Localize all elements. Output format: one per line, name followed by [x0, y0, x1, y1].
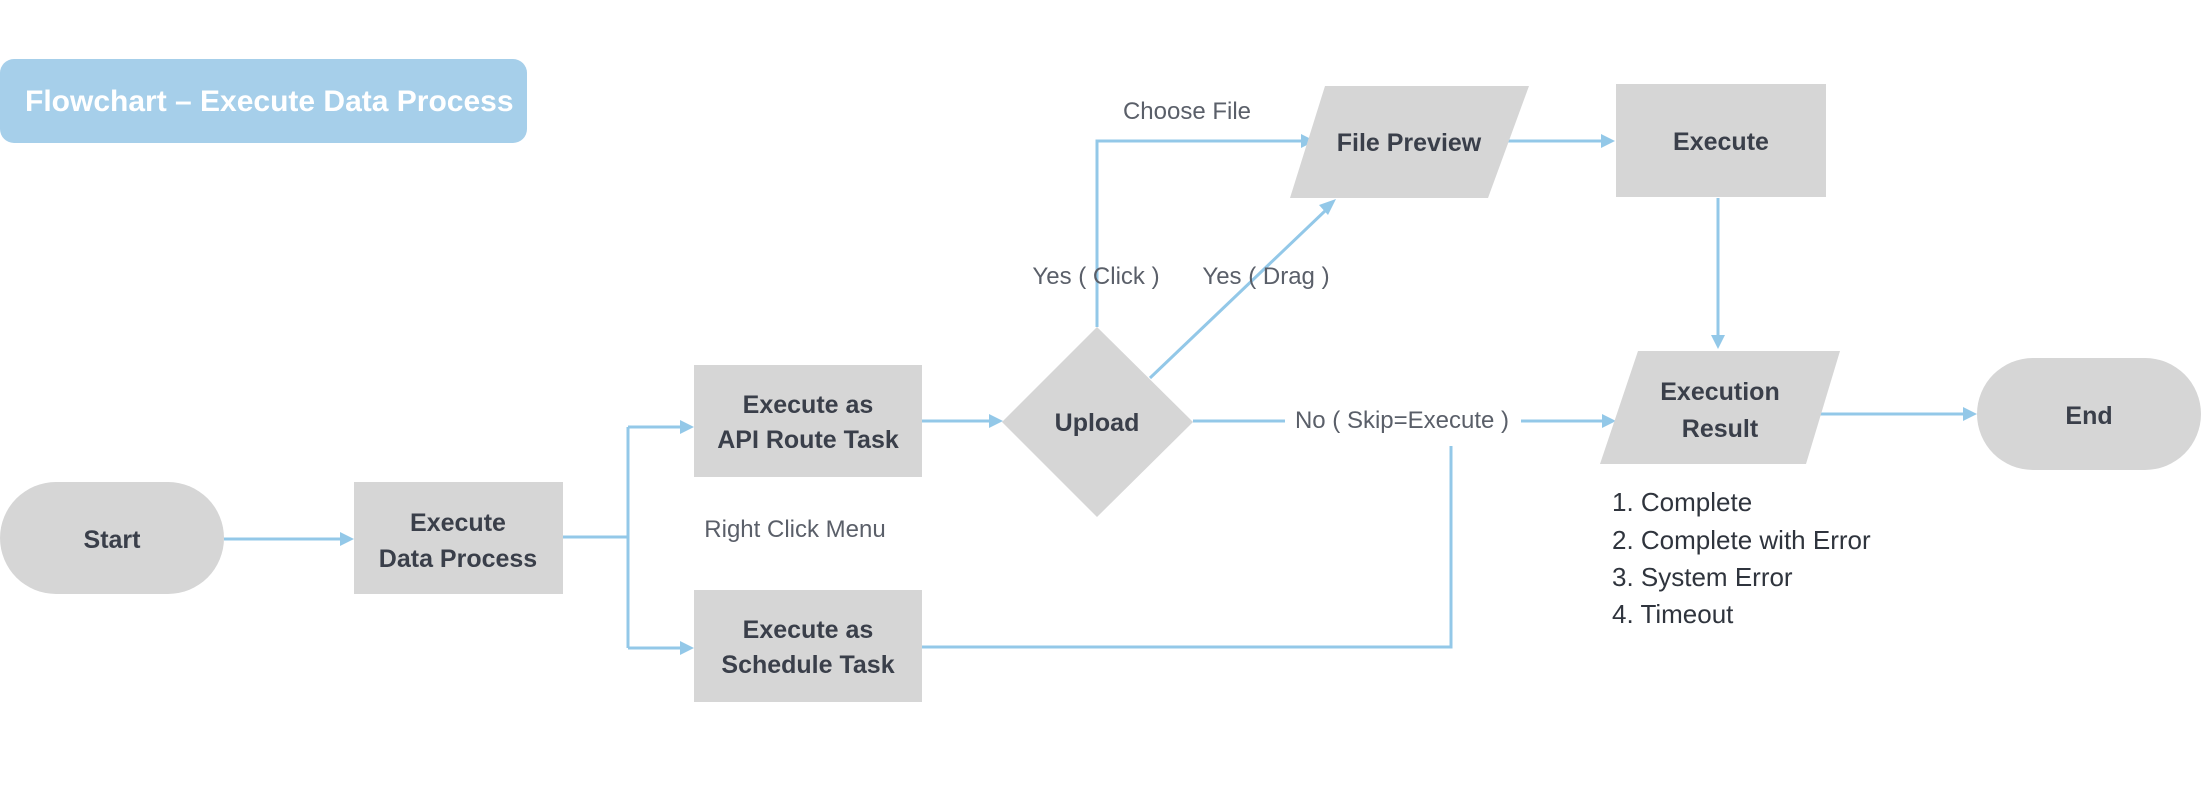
edge-label-choose-file: Choose File: [1123, 98, 1251, 125]
execute-data-process-shape: [354, 482, 563, 594]
start-label: Start: [84, 526, 142, 554]
node-start[interactable]: Start: [0, 482, 224, 594]
node-execute-data-process[interactable]: Execute Data Process: [354, 482, 563, 594]
edge-upload-to-file-preview-click: [1095, 139, 1305, 327]
execution-result-label-line-1: Execution: [1660, 378, 1779, 406]
edge-label-no-skip-execute: No ( Skip=Execute ): [1295, 407, 1509, 434]
schedule-task-label-line-1: Execute as: [743, 616, 874, 644]
execute-data-process-label-line-2: Data Process: [379, 545, 537, 573]
api-route-task-shape: [694, 365, 922, 477]
edges: [224, 134, 1977, 655]
api-route-task-label-line-2: API Route Task: [717, 426, 899, 454]
node-upload[interactable]: Upload: [1002, 327, 1193, 517]
arrowhead-end: [1963, 407, 1977, 421]
start-terminator-shape: [0, 482, 224, 594]
execution-result-label-line-2: Result: [1682, 415, 1759, 443]
file-preview-label: File Preview: [1337, 129, 1482, 157]
edge-upload-to-file-preview-drag: [1148, 208, 1328, 380]
flowchart-title: Flowchart – Execute Data Process: [25, 85, 514, 118]
schedule-task-label-line-2: Schedule Task: [721, 651, 894, 679]
result-list-item: 3. System Error: [1612, 562, 1793, 592]
edge-schedule-to-no-line: [922, 446, 1453, 649]
api-route-task-label-line-1: Execute as: [743, 391, 874, 419]
schedule-task-shape: [694, 590, 922, 702]
title-banner: Flowchart – Execute Data Process: [0, 59, 527, 143]
node-end[interactable]: End: [1977, 358, 2201, 470]
arrowhead-execution-result-top: [1711, 335, 1725, 349]
node-execute[interactable]: Execute: [1616, 84, 1826, 197]
node-api-route-task[interactable]: Execute as API Route Task: [694, 365, 922, 477]
upload-label: Upload: [1055, 409, 1140, 437]
edge-label-yes-drag: Yes ( Drag ): [1202, 263, 1329, 290]
title-banner-background: [0, 59, 527, 143]
node-execution-result[interactable]: Execution Result: [1600, 351, 1840, 464]
result-list-item: 4. Timeout: [1612, 599, 1734, 629]
node-schedule-task[interactable]: Execute as Schedule Task: [694, 590, 922, 702]
file-preview-data-shape: [1290, 86, 1529, 198]
arrowhead-execute-data-process: [340, 532, 354, 546]
execution-result-data-shape: [1600, 351, 1840, 464]
upload-decision-shape: [1002, 327, 1193, 517]
execution-result-outcomes-list: 1. Complete 2. Complete with Error 3. Sy…: [1612, 487, 1871, 629]
edge-label-right-click-menu: Right Click Menu: [704, 516, 885, 543]
edge-label-yes-click: Yes ( Click ): [1032, 263, 1159, 290]
arrowhead-execute: [1601, 134, 1615, 148]
end-terminator-shape: [1977, 358, 2201, 470]
arrowhead-file-preview-drag: [1319, 199, 1336, 215]
arrowhead-api-route-task: [680, 420, 694, 434]
end-label: End: [2065, 402, 2112, 430]
execute-shape: [1616, 84, 1826, 197]
arrowhead-execution-result-left: [1602, 414, 1616, 428]
arrowhead-schedule-task: [680, 641, 694, 655]
result-list-item: 2. Complete with Error: [1612, 525, 1871, 555]
arrowhead-upload: [989, 414, 1003, 428]
execute-data-process-label-line-1: Execute: [410, 509, 506, 537]
result-list-item: 1. Complete: [1612, 487, 1752, 517]
node-file-preview[interactable]: File Preview: [1290, 86, 1529, 198]
execute-label: Execute: [1673, 128, 1769, 156]
